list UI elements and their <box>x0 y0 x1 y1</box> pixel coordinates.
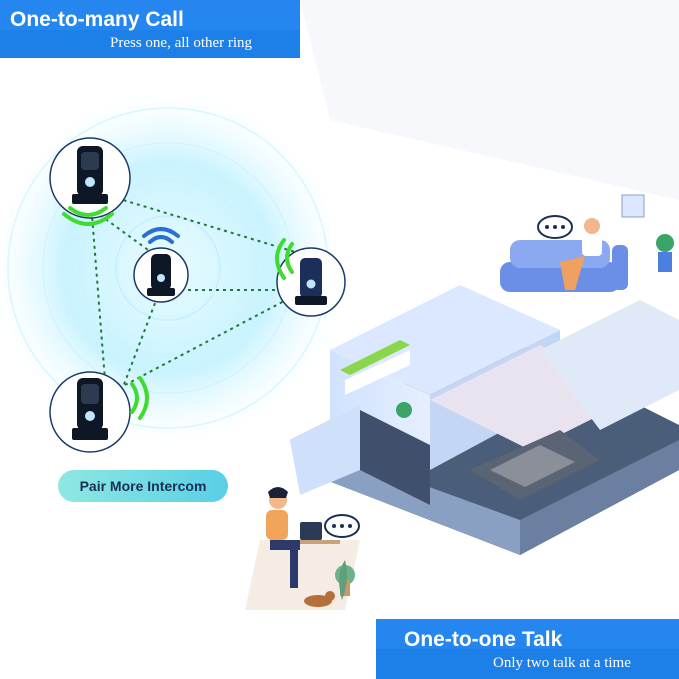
banner-shape <box>0 0 300 58</box>
bottom-banner-subtitle: Only two talk at a time <box>493 655 631 671</box>
person-icon <box>560 218 602 290</box>
signal-waves-icon <box>142 227 180 244</box>
bottom-banner: One-to-one Talk Only two talk at a time <box>376 619 679 679</box>
plant-icon <box>339 560 347 600</box>
intercom-device-icon <box>49 371 131 453</box>
banner-shape <box>376 619 679 679</box>
bottom-banner-title: One-to-one Talk <box>404 628 563 651</box>
top-banner-title: One-to-many Call <box>10 8 184 31</box>
backdrop-shade <box>300 0 679 200</box>
chat-bubble-icon <box>537 215 573 239</box>
house-illustration <box>290 234 679 555</box>
person-icon <box>266 487 300 588</box>
intercom-device-icon <box>276 247 346 317</box>
dog-icon <box>304 591 335 607</box>
intercom-device-icon <box>49 137 131 219</box>
top-banner: One-to-many Call Press one, all other ri… <box>0 0 300 58</box>
chat-bubble-icon <box>324 514 360 538</box>
intercom-device-icon <box>133 247 189 303</box>
signal-waves-icon <box>62 206 294 420</box>
top-banner-subtitle: Press one, all other ring <box>110 35 253 51</box>
pair-more-intercom-button[interactable]: Pair More Intercom <box>58 470 228 502</box>
